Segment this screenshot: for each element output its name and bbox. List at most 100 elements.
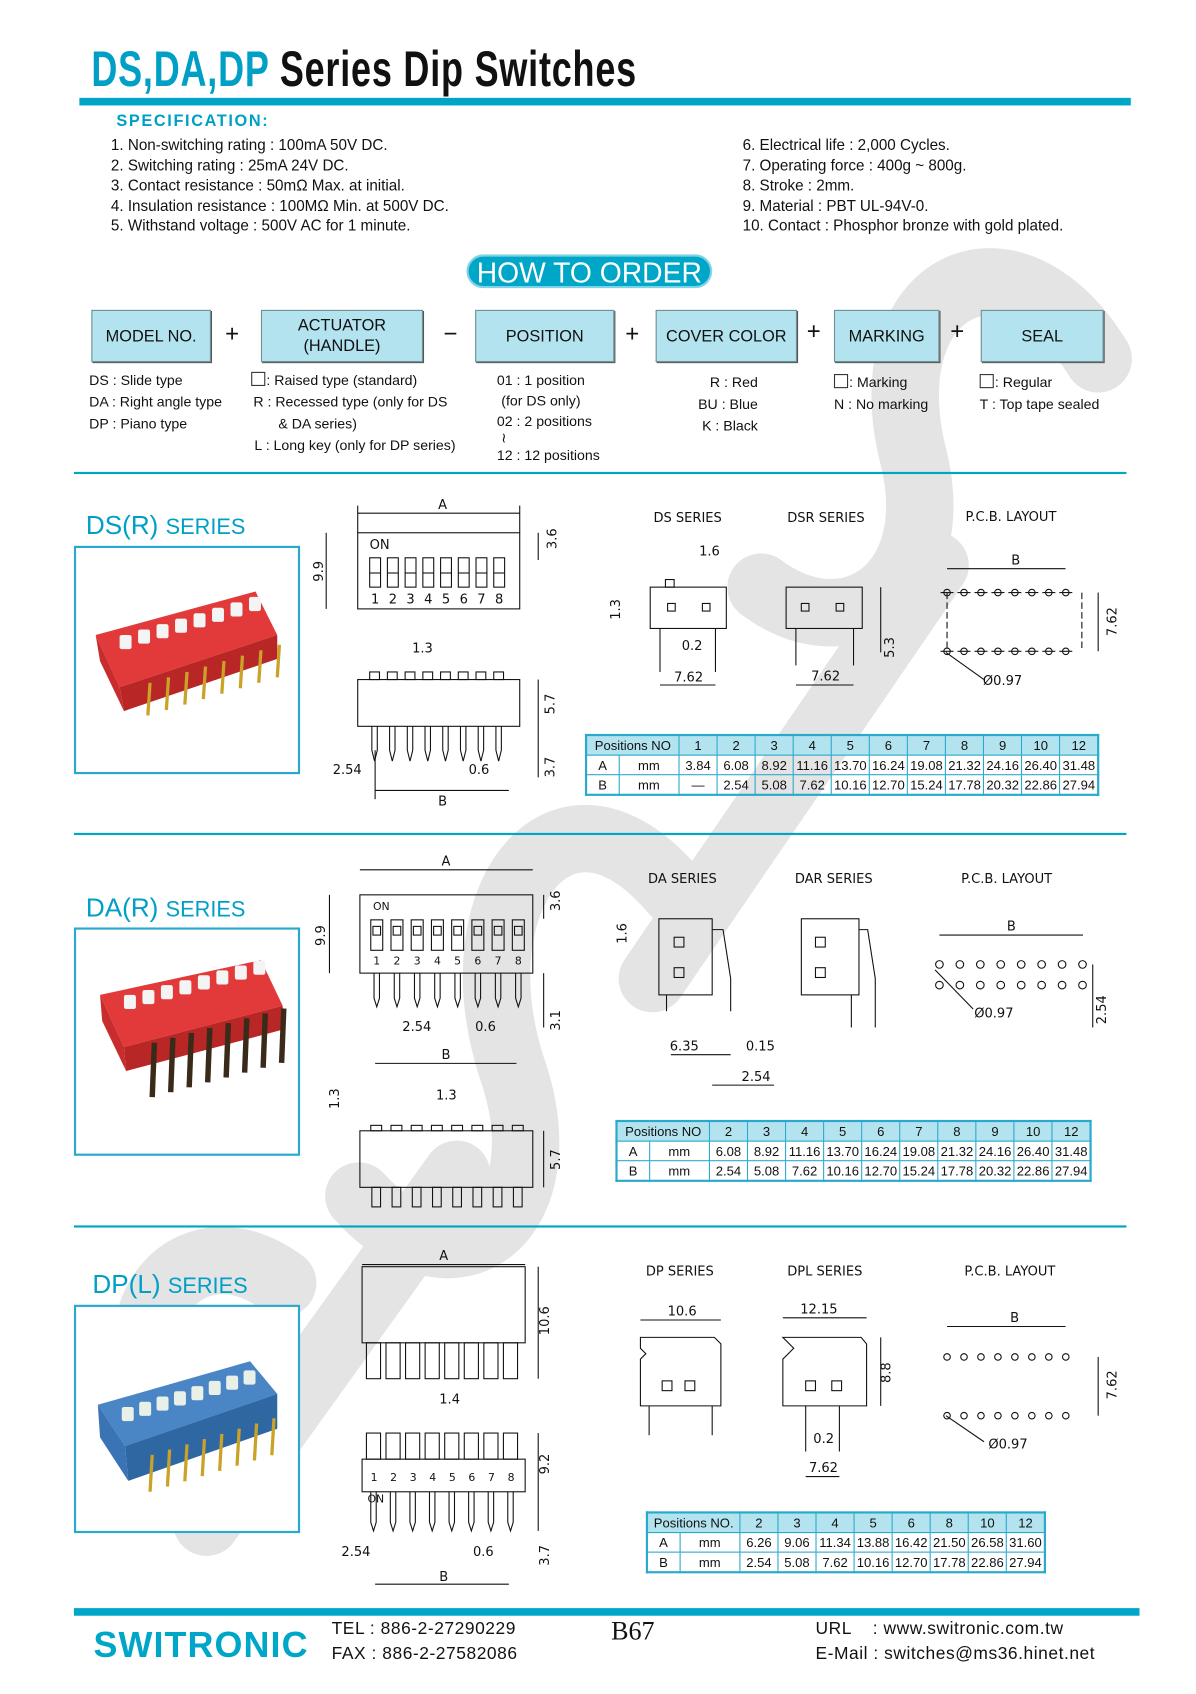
actuator-knob bbox=[142, 989, 155, 1005]
table-cell: 5.08 bbox=[746, 1160, 787, 1182]
actuator-knob bbox=[160, 985, 173, 1000]
watermark-stroke bbox=[727, 248, 1132, 647]
footer-url[interactable]: URL : www.switronic.com.tw bbox=[815, 1620, 1064, 1639]
pcb-hole bbox=[975, 960, 985, 969]
option-text: (for DS only) bbox=[501, 392, 581, 409]
pin-end bbox=[492, 1186, 503, 1208]
dpl-series-outline bbox=[781, 1336, 868, 1407]
spec-left: 1. Non-switching rating : 100mA 50V DC. … bbox=[111, 135, 449, 236]
pcb-hole bbox=[935, 960, 944, 969]
table-header-cell: 4 bbox=[792, 734, 832, 756]
table-header-cell: 8 bbox=[937, 1120, 977, 1142]
dim-label: 9.9 bbox=[312, 561, 327, 582]
pin bbox=[507, 1491, 514, 1533]
actuator-knob bbox=[422, 671, 434, 681]
title-text: Series Dip Switches bbox=[279, 40, 637, 97]
order-box-model: MODEL NO. bbox=[91, 309, 211, 363]
table-header-cell: 4 bbox=[815, 1511, 855, 1534]
option-text: 02 : 2 positions bbox=[496, 413, 592, 430]
dim-label: ON bbox=[373, 900, 390, 913]
table-cell: 15.24 bbox=[899, 1160, 939, 1182]
table-cell: 6.08 bbox=[708, 1140, 749, 1162]
pin bbox=[477, 726, 485, 762]
table-cell: 27.94 bbox=[1051, 1160, 1092, 1182]
switch-slot bbox=[390, 919, 404, 951]
dim-label: 3.6 bbox=[549, 890, 564, 911]
pin bbox=[270, 1418, 276, 1456]
view-label: P.C.B. LAYOUT bbox=[961, 872, 1052, 887]
table-cell: 9.06 bbox=[777, 1532, 817, 1553]
actuator-knob bbox=[234, 965, 247, 980]
table-header-cell: 10 bbox=[1013, 1120, 1053, 1142]
piano-key bbox=[405, 1342, 421, 1380]
pcb-hole bbox=[996, 980, 1006, 990]
spec-item: 8. Stroke : 2mm. bbox=[742, 176, 855, 194]
table-cell: — bbox=[678, 774, 718, 796]
pin bbox=[148, 1454, 154, 1492]
dim-label: 0.15 bbox=[746, 1039, 775, 1054]
table-header-cell: 7 bbox=[906, 734, 947, 756]
table-cell: mm bbox=[679, 1551, 741, 1573]
table-cell: 6.08 bbox=[716, 754, 756, 776]
table-cell: 27.94 bbox=[1059, 774, 1099, 796]
actuator-knob bbox=[179, 980, 192, 995]
pcb-hole bbox=[960, 1353, 968, 1361]
switch-slot bbox=[451, 919, 465, 951]
table-cell: 6.26 bbox=[739, 1532, 779, 1553]
pcb-hole bbox=[1061, 1411, 1070, 1420]
table-header-cell: 12 bbox=[1059, 734, 1099, 756]
table-cell: 27.94 bbox=[1005, 1551, 1046, 1573]
pin bbox=[434, 973, 441, 1009]
table-header-cell: 3 bbox=[777, 1511, 817, 1534]
dim-label: 10.6 bbox=[668, 1305, 697, 1320]
pcb-hole bbox=[994, 1353, 1002, 1361]
pin bbox=[442, 726, 449, 762]
pcb-hole bbox=[943, 1353, 951, 1361]
table-header-cell: 5 bbox=[853, 1511, 893, 1534]
table-header-cell: 12 bbox=[1005, 1511, 1046, 1534]
position-number: 1 bbox=[373, 954, 380, 967]
option-text: R : Red bbox=[709, 374, 758, 391]
table-cell: 10.16 bbox=[853, 1551, 893, 1573]
table-header-cell: 10 bbox=[1021, 734, 1061, 756]
spec-heading: SPECIFICATION: bbox=[116, 111, 270, 131]
pin bbox=[186, 1032, 195, 1088]
operator-plus: + bbox=[225, 319, 240, 347]
spec-item: 9. Material : PBT UL-94V-0. bbox=[742, 196, 929, 214]
table-cell: A bbox=[646, 1532, 681, 1553]
actuator-knob bbox=[191, 1386, 204, 1401]
option-text: & DA series) bbox=[278, 415, 357, 432]
switch-knob bbox=[412, 925, 422, 936]
pin bbox=[389, 726, 396, 762]
dim-label: 10.6 bbox=[538, 1306, 553, 1335]
pin-end bbox=[472, 1186, 483, 1208]
blank-box-icon bbox=[833, 374, 849, 389]
dim-label: 5.3 bbox=[883, 637, 898, 658]
pin-end bbox=[411, 1186, 422, 1208]
table-cell: 12.70 bbox=[868, 774, 908, 796]
pin bbox=[413, 973, 421, 1009]
series-word: SERIES bbox=[165, 515, 246, 540]
table-cell: 22.86 bbox=[1021, 774, 1061, 796]
table-cell: 17.78 bbox=[937, 1160, 977, 1182]
table-cell: 31.60 bbox=[1005, 1532, 1046, 1553]
table-cell: 26.58 bbox=[967, 1532, 1007, 1553]
pin bbox=[424, 726, 432, 762]
seal-options: : Regular T : Top tape sealed bbox=[979, 372, 1099, 415]
pcb-hole bbox=[1016, 980, 1026, 990]
option-text: K : Black bbox=[702, 417, 758, 434]
dim-label: 6.35 bbox=[670, 1039, 699, 1054]
actuator-knob bbox=[208, 1380, 221, 1396]
switch-knob bbox=[473, 925, 483, 936]
table-cell: mm bbox=[648, 1140, 711, 1162]
tab bbox=[410, 1124, 423, 1132]
actuator-knob bbox=[156, 624, 169, 639]
footer-email[interactable]: E-Mail : switches@ms36.hinet.net bbox=[815, 1645, 1096, 1664]
order-box-actuator: ACTUATOR (HANDLE) bbox=[260, 309, 423, 363]
actuator-knob bbox=[119, 634, 132, 650]
table-cell: 8.92 bbox=[746, 1140, 787, 1162]
option-text: : Regular bbox=[994, 374, 1053, 391]
